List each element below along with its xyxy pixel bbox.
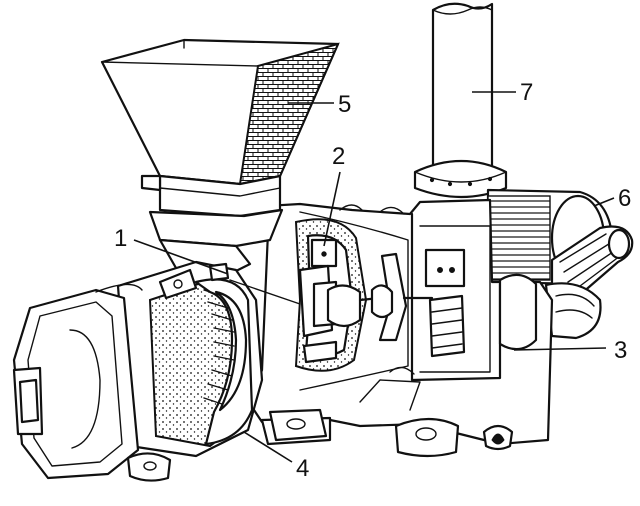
label-6: 6 bbox=[618, 185, 631, 212]
hopper bbox=[100, 38, 340, 278]
fan-wheel bbox=[294, 218, 434, 372]
label-5: 5 bbox=[338, 91, 351, 118]
leader-lines bbox=[133, 91, 615, 463]
label-1: 1 bbox=[114, 225, 127, 252]
motor-belt-drive bbox=[486, 188, 634, 340]
label-7: 7 bbox=[520, 79, 533, 106]
part-labels: 1 2 3 4 5 6 7 bbox=[114, 79, 631, 482]
leader-6 bbox=[593, 197, 615, 207]
leader-3 bbox=[513, 347, 607, 351]
leader-1 bbox=[133, 239, 229, 275]
leader-2 bbox=[323, 171, 341, 247]
label-4: 4 bbox=[296, 455, 309, 482]
leader-4 bbox=[243, 431, 293, 463]
label-3: 3 bbox=[614, 337, 627, 364]
label-2: 2 bbox=[332, 143, 345, 170]
stack-pipe bbox=[413, 2, 508, 199]
combustion-drum bbox=[12, 260, 301, 482]
